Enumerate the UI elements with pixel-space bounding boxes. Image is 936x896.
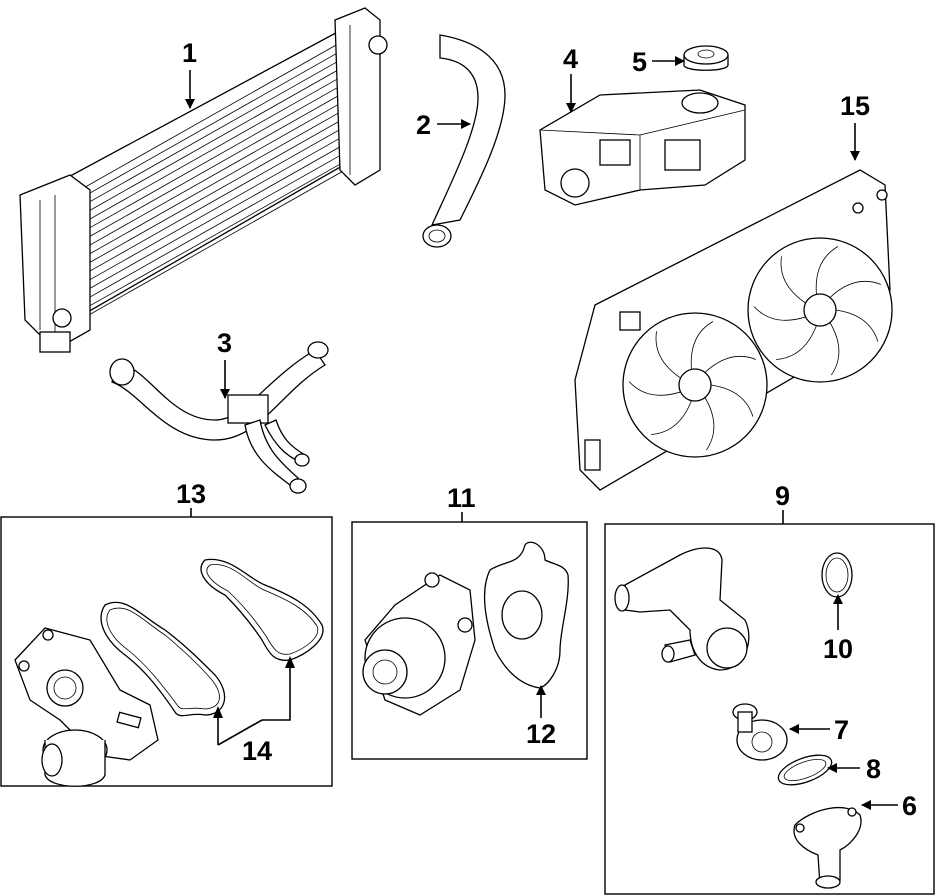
- pump-gasket-1[interactable]: [100, 601, 226, 717]
- callout-6: 6: [902, 791, 917, 821]
- callout-11: 11: [447, 483, 476, 513]
- radiator-fins: [79, 39, 346, 321]
- water-pump-gasket[interactable]: [483, 541, 569, 689]
- callout-7: 7: [834, 715, 849, 745]
- upper-radiator-hose[interactable]: [422, 34, 506, 248]
- group-box-9: [604, 523, 935, 895]
- fan-shroud[interactable]: [574, 169, 893, 491]
- callout-10: 10: [823, 634, 853, 664]
- callout-13: 13: [176, 479, 206, 509]
- reservoir-cap[interactable]: [683, 45, 729, 71]
- thermostat[interactable]: [732, 703, 788, 761]
- callout-15: 15: [840, 91, 870, 121]
- callout-12: 12: [526, 719, 556, 749]
- callout-5: 5: [632, 47, 647, 77]
- thermostat-seal-10[interactable]: [821, 552, 853, 598]
- callout-3: 3: [217, 328, 232, 358]
- callout-8: 8: [866, 754, 881, 784]
- callout-2: 2: [416, 110, 431, 140]
- thermostat-cover[interactable]: [793, 806, 862, 889]
- callout-1: 1: [182, 38, 197, 68]
- fan-blades: [628, 246, 881, 451]
- leader-lines: [185, 56, 898, 810]
- water-pump[interactable]: [362, 572, 476, 716]
- thermostat-gasket-8[interactable]: [775, 749, 836, 791]
- callout-14: 14: [242, 736, 272, 766]
- pump-gasket-2[interactable]: [200, 558, 324, 661]
- callout-4: 4: [563, 44, 578, 74]
- group-box-13: [0, 516, 333, 787]
- water-pump-housing[interactable]: [14, 627, 159, 787]
- thermostat-housing[interactable]: [614, 547, 750, 671]
- lower-radiator-hose[interactable]: [109, 341, 329, 494]
- coolant-reservoir[interactable]: [539, 89, 746, 206]
- callout-9: 9: [775, 481, 790, 511]
- radiator[interactable]: [19, 7, 388, 353]
- group-box-11: [351, 521, 588, 760]
